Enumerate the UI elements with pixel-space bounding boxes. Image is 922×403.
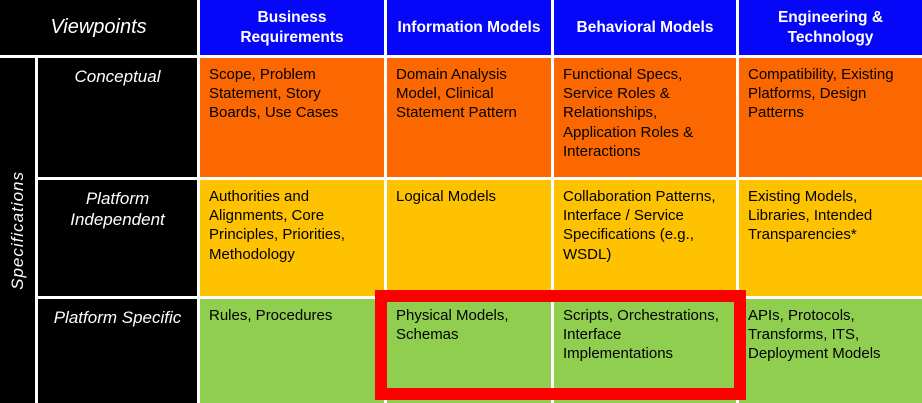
viewpoints-corner-header: Viewpoints: [0, 0, 197, 55]
row-label-conceptual: Conceptual: [38, 58, 197, 177]
cell-platform-specific-business-requirements: Rules, Procedures: [200, 299, 384, 403]
row-label-platform-independent: Platform Independent: [38, 180, 197, 296]
row-label-platform-specific: Platform Specific: [38, 299, 197, 403]
column-header-engineering-technology: Engineering & Technology: [739, 0, 922, 55]
column-header-information-models: Information Models: [387, 0, 551, 55]
cell-platform-independent-information-models: Logical Models: [387, 180, 551, 296]
cell-platform-independent-behavioral-models: Collaboration Patterns, Interface / Serv…: [554, 180, 736, 296]
column-header-behavioral-models: Behavioral Models: [554, 0, 736, 55]
cell-conceptual-information-models: Domain Analysis Model, Clinical Statemen…: [387, 58, 551, 177]
cell-platform-specific-behavioral-models: Scripts, Orchestrations, Interface Imple…: [554, 299, 736, 403]
cell-conceptual-engineering-technology: Compatibility, Existing Platforms, Desig…: [739, 58, 922, 177]
specifications-side-header: Specifications: [0, 58, 35, 403]
cell-platform-specific-engineering-technology: APIs, Protocols, Transforms, ITS, Deploy…: [739, 299, 922, 403]
cell-conceptual-behavioral-models: Functional Specs, Service Roles & Relati…: [554, 58, 736, 177]
cell-platform-independent-engineering-technology: Existing Models, Libraries, Intended Tra…: [739, 180, 922, 296]
cell-platform-specific-information-models: Physical Models, Schemas: [387, 299, 551, 403]
cell-conceptual-business-requirements: Scope, Problem Statement, Story Boards, …: [200, 58, 384, 177]
specifications-side-label: Specifications: [7, 171, 27, 290]
cell-platform-independent-business-requirements: Authorities and Alignments, Core Princip…: [200, 180, 384, 296]
viewpoints-corner-label: Viewpoints: [50, 16, 147, 38]
column-header-business-requirements: Business Requirements: [200, 0, 384, 55]
